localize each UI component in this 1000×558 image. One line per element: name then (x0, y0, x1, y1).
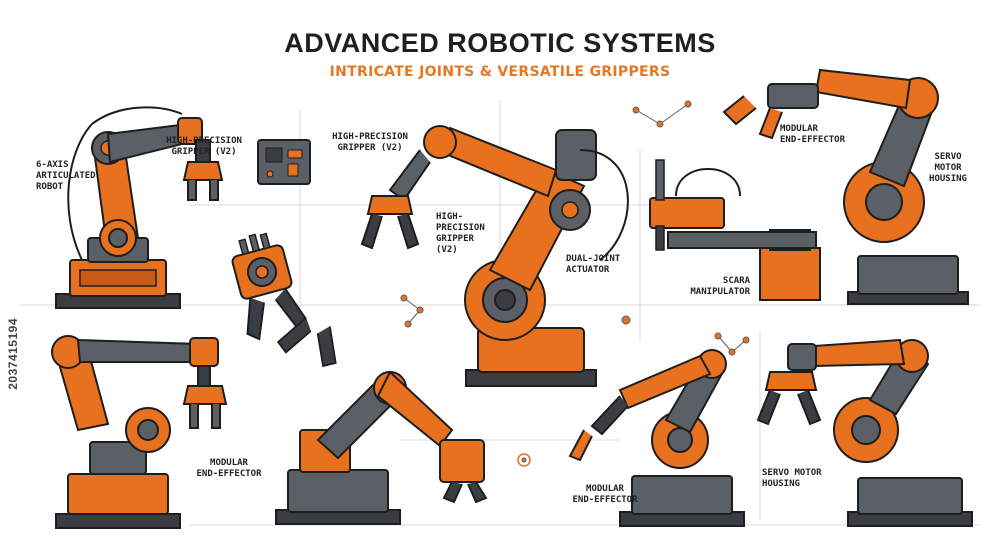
page-title: ADVANCED ROBOTIC SYSTEMS (284, 28, 716, 58)
label-scara-manipulator: SCARA MANIPULATOR (690, 276, 750, 297)
center-dual-joint-robot-illustration (360, 125, 629, 387)
page-subtitle: INTRICATE JOINTS & VERSATILE GRIPPERS (329, 64, 671, 80)
bottom-left-robot-illustration (51, 335, 228, 529)
label-dual-joint-actuator: DUAL-JOINT ACTUATOR (566, 254, 621, 275)
label-gripper-c: HIGH- PRECISION GRIPPER (V2) (436, 212, 485, 255)
label-gripper-b: HIGH-PRECISION GRIPPER (V2) (332, 132, 408, 153)
top-right-robot-illustration (722, 68, 969, 305)
stock-id-watermark: 2037415194 (6, 318, 20, 390)
label-servo-motor-housing-top: SERVO MOTOR HOUSING (929, 152, 967, 184)
floating-gripper-illustration (222, 226, 309, 343)
bottom-center-robot-illustration (275, 370, 488, 525)
label-modular-end-effector-top: MODULAR END-EFFECTOR (780, 124, 846, 145)
label-modular-end-effector-mid: MODULAR END-EFFECTOR (572, 484, 638, 505)
bottom-right-center-robot-illustration (568, 349, 745, 527)
circuit-board-illustration (257, 139, 311, 185)
label-servo-motor-housing-bottom: SERVO MOTOR HOUSING (762, 468, 822, 489)
label-gripper-a: HIGH-PRECISION GRIPPER (V2) (166, 136, 242, 157)
label-modular-end-effector-left: MODULAR END-EFFECTOR (196, 458, 262, 479)
label-six-axis-robot: 6-AXIS ARTICULATED ROBOT (36, 160, 96, 192)
node-diagrams (400, 100, 750, 467)
scara-manipulator-illustration (649, 159, 821, 301)
bottom-right-robot-illustration (756, 338, 973, 527)
floating-gripper-jaws (276, 317, 337, 368)
